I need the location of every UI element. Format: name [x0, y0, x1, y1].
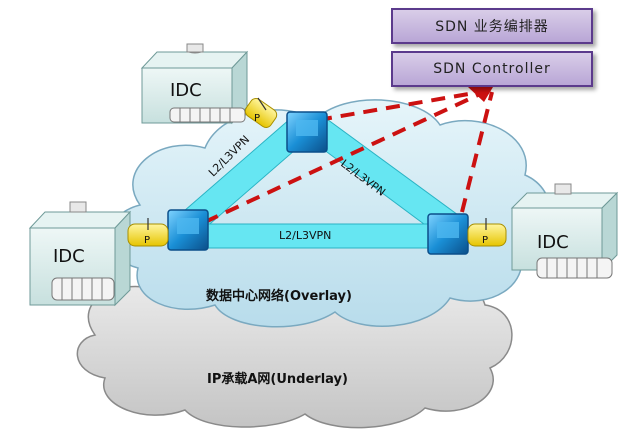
idc-right — [510, 183, 619, 279]
sdn-controller-label: SDN Controller — [433, 61, 551, 77]
overlay-cloud-label: 数据中心网络(Overlay) — [206, 289, 352, 304]
switch-right — [427, 213, 469, 255]
port-top-label: P — [254, 113, 261, 124]
sdn-orchestrator-label: SDN 业务编排器 — [435, 19, 549, 35]
control-arrowhead — [468, 82, 496, 102]
port-top — [244, 97, 278, 128]
idc-top-left-label: IDC — [170, 80, 202, 101]
vpn-label-bottom: L2/L3VPN — [279, 229, 332, 242]
control-paths — [204, 90, 494, 224]
idc-right-label: IDC — [537, 232, 569, 253]
port-right-label: P — [482, 235, 489, 246]
idc-left-label: IDC — [53, 246, 85, 267]
underlay-cloud-label: IP承载A网(Underlay) — [207, 372, 348, 387]
control-path-right — [460, 91, 494, 213]
port-right — [467, 218, 507, 247]
port-left-label: P — [144, 235, 151, 246]
idc-top-left — [140, 43, 249, 125]
control-path-top — [317, 90, 481, 122]
storage-array-right — [536, 257, 613, 279]
idc-left — [28, 201, 132, 307]
control-path-left — [204, 92, 481, 224]
sdn-orchestrator-box: SDN 业务编排器 — [391, 8, 593, 44]
switch-left — [167, 209, 209, 251]
storage-array-left — [51, 277, 115, 301]
port-left — [127, 218, 169, 247]
sdn-controller-box: SDN Controller — [391, 51, 593, 87]
switch-top — [286, 111, 328, 153]
storage-array-top — [169, 107, 246, 123]
